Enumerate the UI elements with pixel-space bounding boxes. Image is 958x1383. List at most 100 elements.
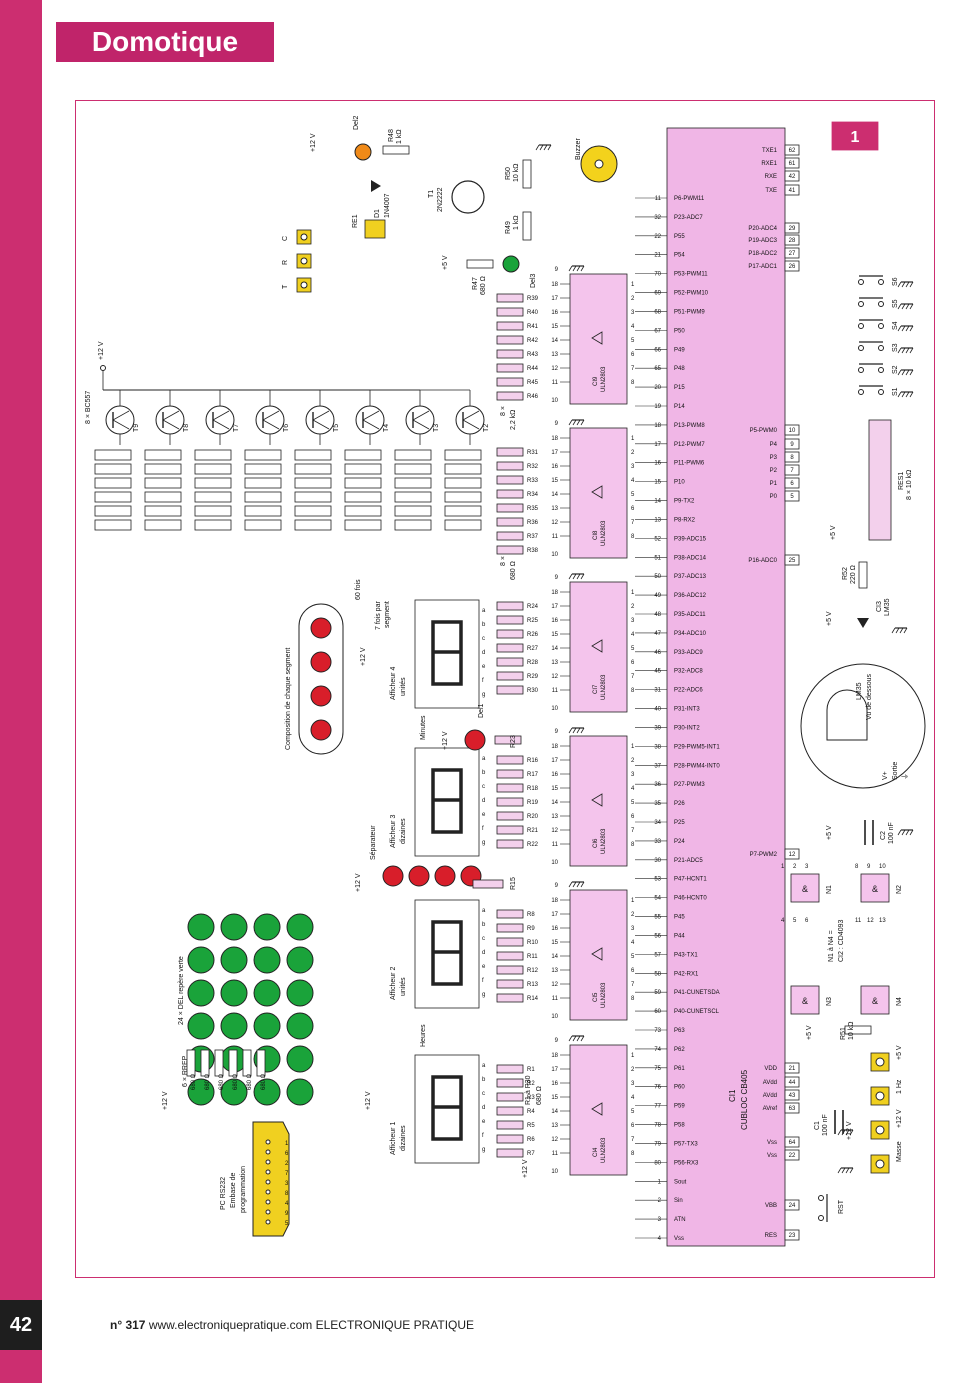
ground-symbol <box>897 303 902 310</box>
segment-letter: f <box>482 1133 484 1139</box>
cubloc-pin-label: P59 <box>674 1104 685 1110</box>
pin-box <box>784 451 800 463</box>
segment-resistor <box>496 629 524 639</box>
resistor-name: R40 <box>527 310 539 316</box>
uln-pin-in: 5 <box>631 800 635 806</box>
segment-resistor <box>496 517 524 527</box>
cubloc-pin-label: P10 <box>674 480 685 486</box>
cubloc-pin-number: 29 <box>789 226 796 232</box>
footer-site: www.electroniquepratique.com <box>148 1318 313 1332</box>
uln-pin-in: 2 <box>631 912 635 918</box>
ground-symbol <box>576 727 581 734</box>
del2-led <box>354 143 372 161</box>
segment-resistor <box>496 951 524 961</box>
segment-resistor <box>496 545 524 555</box>
segment-led-group <box>344 505 382 517</box>
separator-label: Séparateur <box>370 825 377 860</box>
r52-value: 220 Ω <box>850 565 857 584</box>
rst-label: RST <box>838 1199 845 1214</box>
lm35-pin-label: V+ <box>882 771 889 780</box>
transistor-name: T8 <box>183 424 190 432</box>
r50-resistor <box>522 159 532 189</box>
segment-resistor <box>496 685 524 695</box>
resistor-name: R29 <box>527 674 539 680</box>
db9-pin <box>265 1139 271 1145</box>
ground-symbol <box>905 281 910 288</box>
cubloc-pin-label: P8-RX2 <box>674 517 696 523</box>
uln-pin-in: 7 <box>631 366 635 372</box>
uln-pin-out: 15 <box>551 324 558 330</box>
switch-contact <box>858 323 864 329</box>
cubloc-pin-number: 21 <box>654 253 661 259</box>
segment-led-group <box>344 463 382 475</box>
uln-pin-in: 4 <box>631 324 635 330</box>
rrep-resistor <box>186 1049 196 1077</box>
cubloc-pin-number: 18 <box>654 423 661 429</box>
uln-pin-out: 11 <box>552 380 559 386</box>
green-led <box>220 979 248 1007</box>
cubloc-pin-label: P28-PWM4-INT0 <box>674 763 720 769</box>
gate-pin: 4 <box>781 918 785 924</box>
gate-pin: 12 <box>867 918 874 924</box>
supply-label: +5 V <box>442 255 449 270</box>
segment-led-group <box>344 477 382 489</box>
transistor-lead <box>162 419 180 430</box>
supply-label: +5 V <box>826 825 833 840</box>
transistor-name: T7 <box>233 424 240 432</box>
resistor-name: R41 <box>527 324 539 330</box>
switch-contact <box>858 301 864 307</box>
cubloc-pin-number: 41 <box>789 188 796 194</box>
supply-label: +12 V <box>355 873 362 892</box>
transistor-name: T4 <box>383 424 390 432</box>
uln-pin-out: 16 <box>551 618 558 624</box>
resistor-name: R36 <box>527 520 539 526</box>
res1-label: RES1 <box>898 472 905 490</box>
segment-resistor <box>496 489 524 499</box>
r47-label: R47 <box>472 277 479 290</box>
lm35-package <box>826 689 868 741</box>
cubloc-pin-number: 54 <box>654 896 661 902</box>
switch-name: S4 <box>892 321 899 330</box>
ground-symbol <box>909 369 914 376</box>
cubloc-pin-label: P43-TX1 <box>674 952 698 958</box>
c2-value: 100 nF <box>888 822 895 844</box>
transistor-lead <box>412 419 430 430</box>
uln-pin-out: 15 <box>551 786 558 792</box>
uln-pin-out: 14 <box>551 954 558 960</box>
supply-label: +5 V <box>806 1025 813 1040</box>
uln-pin-out: 16 <box>551 772 558 778</box>
segment-letter: e <box>482 812 486 818</box>
cubloc-pin-label: P17-ADC1 <box>748 264 777 270</box>
uln-pin-in: 5 <box>631 954 635 960</box>
green-led <box>187 946 215 974</box>
cubloc-pin-number: 11 <box>655 196 662 202</box>
footer: n° 317 www.electroniquepratique.com ELEC… <box>110 1318 474 1332</box>
segment-led-group <box>194 491 232 503</box>
cubloc-pin-number: 73 <box>654 1028 661 1034</box>
cubloc-pin-number: 10 <box>789 428 796 434</box>
buffer-triangle <box>591 1102 603 1116</box>
db9-pin-number: 9 <box>285 1211 289 1217</box>
pin-box <box>784 1229 800 1241</box>
del1-label: Del1 <box>478 703 485 718</box>
cubloc-pin-label: P19-ADC3 <box>748 238 777 244</box>
gate-name: N1 <box>826 885 833 894</box>
segment-led-group <box>294 449 332 461</box>
segment-letter: d <box>482 950 485 956</box>
pnp-transistor <box>255 405 285 435</box>
supply-label: +12 V <box>522 1159 529 1178</box>
cubloc-pin-label: P62 <box>674 1047 685 1053</box>
ci2-label: N1 à N4 = <box>828 930 835 962</box>
gate-name: N3 <box>826 997 833 1006</box>
segment-led-group <box>94 505 132 517</box>
segment-letter: c <box>482 936 485 942</box>
cubloc-pin-label: P55 <box>674 234 685 240</box>
switch-name: S5 <box>892 299 899 308</box>
programmation-label: programmation <box>240 1166 247 1213</box>
uln-pin-in: 1 <box>631 1053 635 1059</box>
resistor-name: R27 <box>527 646 539 652</box>
cubloc-pin-number: 12 <box>789 852 796 858</box>
resistor-name: R2 <box>527 1081 535 1087</box>
figure-number: 1 <box>851 129 860 146</box>
uln-pin-out: 11 <box>552 688 559 694</box>
